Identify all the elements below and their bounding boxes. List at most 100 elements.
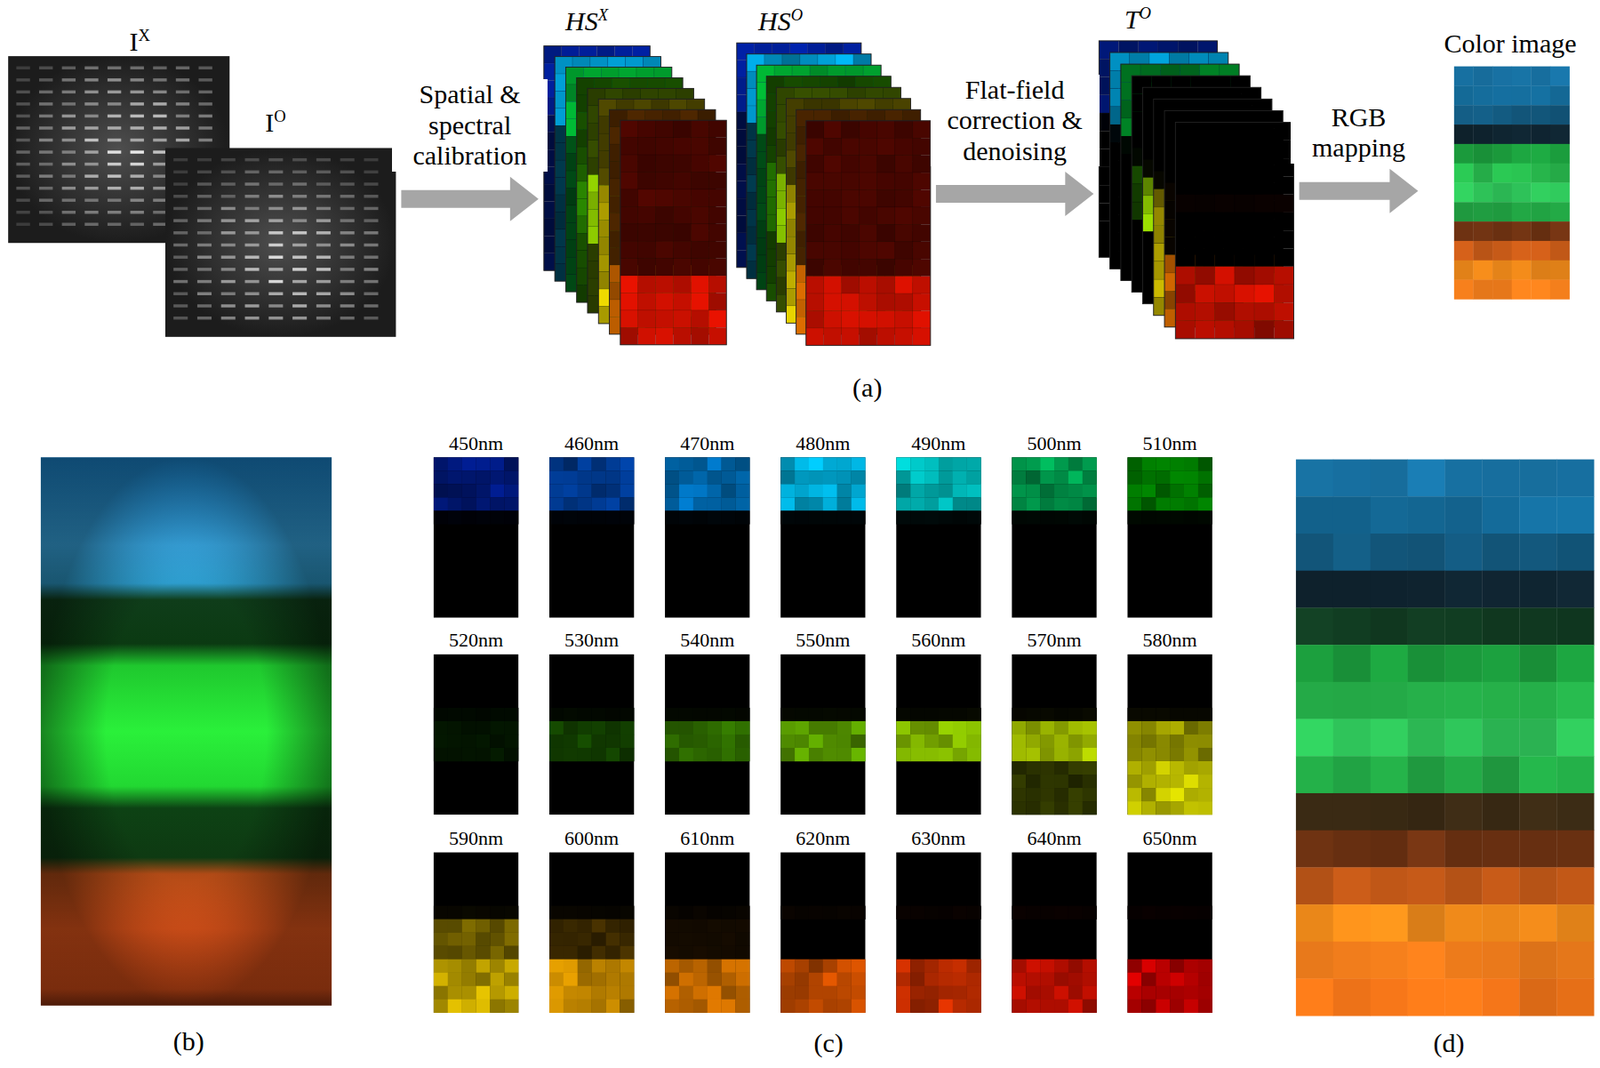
spectral-spot — [62, 138, 76, 142]
spectral-spot — [152, 90, 167, 94]
cube-pixel — [824, 328, 842, 345]
cube-pixel — [877, 155, 896, 173]
cube-pixel — [824, 190, 842, 208]
cube-pixel — [708, 189, 727, 207]
spectral-spot — [292, 158, 307, 161]
cube-pixel — [656, 292, 674, 310]
spectral-spot — [197, 170, 212, 174]
spectral-spot — [197, 304, 212, 307]
spectral-spot — [245, 267, 260, 271]
spectral-spot — [130, 174, 144, 177]
cube-pixel — [806, 258, 824, 276]
spectral-spot — [152, 102, 167, 105]
spectral-spot — [173, 231, 188, 234]
spectral-spot — [62, 198, 76, 201]
spectral-spot — [16, 174, 30, 177]
spectral-spot — [340, 243, 355, 247]
spectral-spot — [198, 114, 212, 118]
spectral-spot — [62, 174, 76, 177]
cube-pixel — [912, 311, 931, 328]
spectral-spot — [130, 78, 144, 81]
cube-pixel — [708, 137, 727, 155]
spectral-spot — [130, 223, 144, 226]
cube-pixel — [656, 172, 674, 190]
spectral-spot — [340, 304, 355, 307]
cube-pixel — [841, 120, 860, 138]
spectral-spot — [62, 102, 76, 105]
cube-layer-outline — [806, 120, 931, 346]
spectral-spot — [107, 138, 121, 142]
cube-pixel — [638, 327, 656, 344]
spectral-spot — [16, 114, 30, 118]
cube-pixel — [673, 327, 692, 344]
spectral-spot — [245, 207, 260, 210]
spectral-spot — [107, 66, 121, 70]
cube-pixel — [690, 137, 709, 155]
spectral-spot — [268, 292, 283, 296]
spectral-spot — [316, 182, 331, 185]
spectral-spot — [316, 170, 331, 174]
cube-pixel — [912, 190, 931, 208]
cube-pixel — [895, 207, 913, 224]
spectral-spot — [221, 170, 236, 174]
cube-pixel — [656, 206, 674, 224]
spectral-spot — [363, 267, 378, 271]
spectral-spot — [107, 174, 121, 177]
spectral-spot — [39, 162, 53, 166]
cube-pixel — [673, 154, 692, 172]
cube-pixel — [912, 207, 931, 224]
spectral-spot — [292, 194, 307, 198]
cube-pixel — [806, 311, 824, 328]
spectral-spot — [292, 231, 307, 234]
spectral-spot — [197, 292, 212, 296]
spectral-spot — [176, 114, 190, 118]
spectral-spot — [340, 255, 355, 258]
cube-pixel — [656, 120, 674, 137]
spectral-spot — [152, 78, 167, 81]
spectral-spot — [316, 255, 331, 258]
spectral-spot — [107, 186, 121, 190]
cube-pixel — [690, 258, 709, 276]
cube-pixel — [859, 241, 878, 259]
cube-pixel — [806, 172, 824, 190]
spectral-spot — [152, 210, 167, 214]
spectral-spot — [173, 292, 188, 296]
spectral-spot — [107, 210, 121, 214]
spectral-spot — [268, 243, 283, 247]
spectral-spot — [16, 102, 30, 105]
cube-pixel — [708, 292, 727, 310]
cube-pixel — [895, 276, 913, 294]
spectral-spot — [292, 207, 307, 210]
cube-pixel — [638, 137, 656, 155]
spectral-spot — [130, 126, 144, 129]
spectral-spot — [316, 292, 331, 296]
spectral-spot — [316, 194, 331, 198]
spectral-spot — [152, 174, 167, 177]
cube-pixel — [824, 311, 842, 328]
spectral-spot — [62, 66, 76, 70]
cube-pixel — [806, 276, 824, 294]
cube-pixel — [806, 224, 824, 241]
cube-pixel — [895, 137, 913, 155]
cube-pixel — [656, 258, 674, 276]
cube-pixel — [708, 172, 727, 190]
cube-pixel — [656, 310, 674, 328]
spectral-spot — [316, 267, 331, 271]
spectral-spot — [84, 162, 98, 166]
spectral-spot — [62, 90, 76, 94]
spectral-spot — [16, 210, 30, 214]
cube-pixel — [656, 275, 674, 293]
spectral-spot — [152, 186, 167, 190]
spectral-spot — [363, 231, 378, 234]
spectral-spot — [39, 78, 53, 81]
illustration-group — [8, 40, 1594, 1016]
cube-pixel — [824, 172, 842, 190]
spectral-spot — [316, 243, 331, 247]
cube-pixel — [690, 189, 709, 207]
spectral-spot — [197, 207, 212, 210]
spectral-spot — [197, 255, 212, 258]
cube-pixel — [912, 172, 931, 190]
frame-ground — [165, 147, 396, 336]
spectral-spot — [292, 292, 307, 296]
spectral-spot — [245, 316, 260, 320]
